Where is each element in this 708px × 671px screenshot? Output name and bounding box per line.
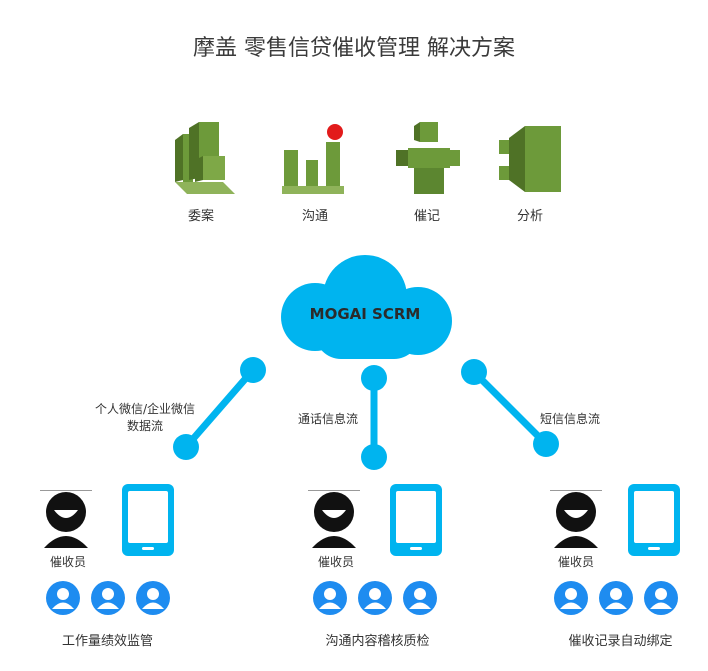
phone-icon [628, 484, 680, 556]
user-avatar-icon [91, 581, 125, 615]
module-label-communication: 沟通 [301, 209, 328, 224]
collector-label: 催收员 [317, 555, 354, 569]
module-label-delegation: 委案 [187, 209, 214, 224]
caption-audit: 沟通内容稽核质检 [325, 634, 430, 649]
connector-block-icon [495, 120, 565, 200]
user-avatar-icon [599, 581, 633, 615]
flow-label-sms: 短信信息流 [539, 412, 600, 426]
user-avatars [45, 580, 175, 620]
cloud-label: MOGAI SCRM [309, 305, 421, 323]
user-avatar-icon [358, 581, 392, 615]
collector-avatar-icon [550, 490, 602, 548]
caption-binding: 催收记录自动绑定 [568, 634, 673, 649]
bar-chart-notification-icon [280, 120, 350, 200]
user-avatars [553, 580, 683, 620]
robot-figure-icon [392, 120, 462, 200]
user-avatars [312, 580, 442, 620]
user-avatar-icon [46, 581, 80, 615]
page-title: 摩盖 零售信贷催收管理 解决方案 [193, 36, 515, 61]
flow-label-call: 通话信息流 [297, 412, 358, 426]
module-label-record: 催记 [413, 209, 440, 224]
collector-label: 催收员 [557, 555, 594, 569]
collector-label: 催收员 [49, 555, 86, 569]
user-avatar-icon [136, 581, 170, 615]
user-avatar-icon [313, 581, 347, 615]
phone-icon [390, 484, 442, 556]
flow-label-wechat: 个人微信/企业微信 数据流 [94, 402, 196, 433]
caption-workload: 工作量绩效监管 [61, 634, 153, 649]
collector-avatar-icon [308, 490, 360, 548]
phone-icon [122, 484, 174, 556]
collector-avatar-icon [40, 490, 92, 548]
user-avatar-icon [554, 581, 588, 615]
module-label-analysis: 分析 [516, 209, 543, 224]
building-stack-icon [165, 120, 240, 200]
user-avatar-icon [403, 581, 437, 615]
cloud-icon [270, 245, 465, 365]
user-avatar-icon [644, 581, 678, 615]
